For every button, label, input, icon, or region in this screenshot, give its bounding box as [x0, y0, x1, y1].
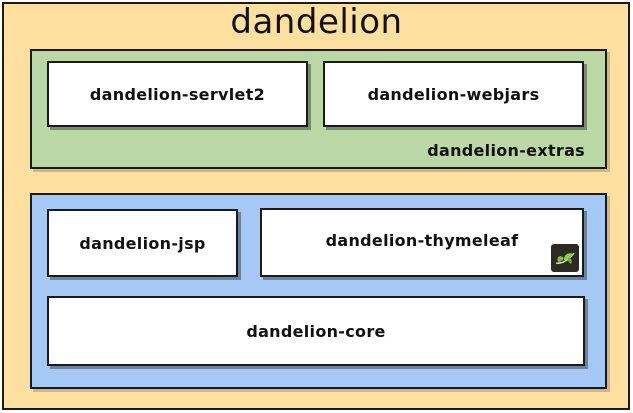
diagram-title: dandelion [230, 2, 403, 42]
extras-group-label: dandelion-extras [427, 141, 585, 160]
module-jsp: dandelion-jsp [47, 209, 238, 277]
module-thymeleaf-label: dandelion-thymeleaf [325, 231, 519, 250]
module-webjars: dandelion-webjars [323, 61, 584, 127]
thymeleaf-leaf-icon [551, 244, 579, 272]
module-core: dandelion-core [47, 296, 585, 366]
module-thymeleaf: dandelion-thymeleaf [260, 208, 584, 277]
module-servlet2: dandelion-servlet2 [47, 61, 308, 127]
